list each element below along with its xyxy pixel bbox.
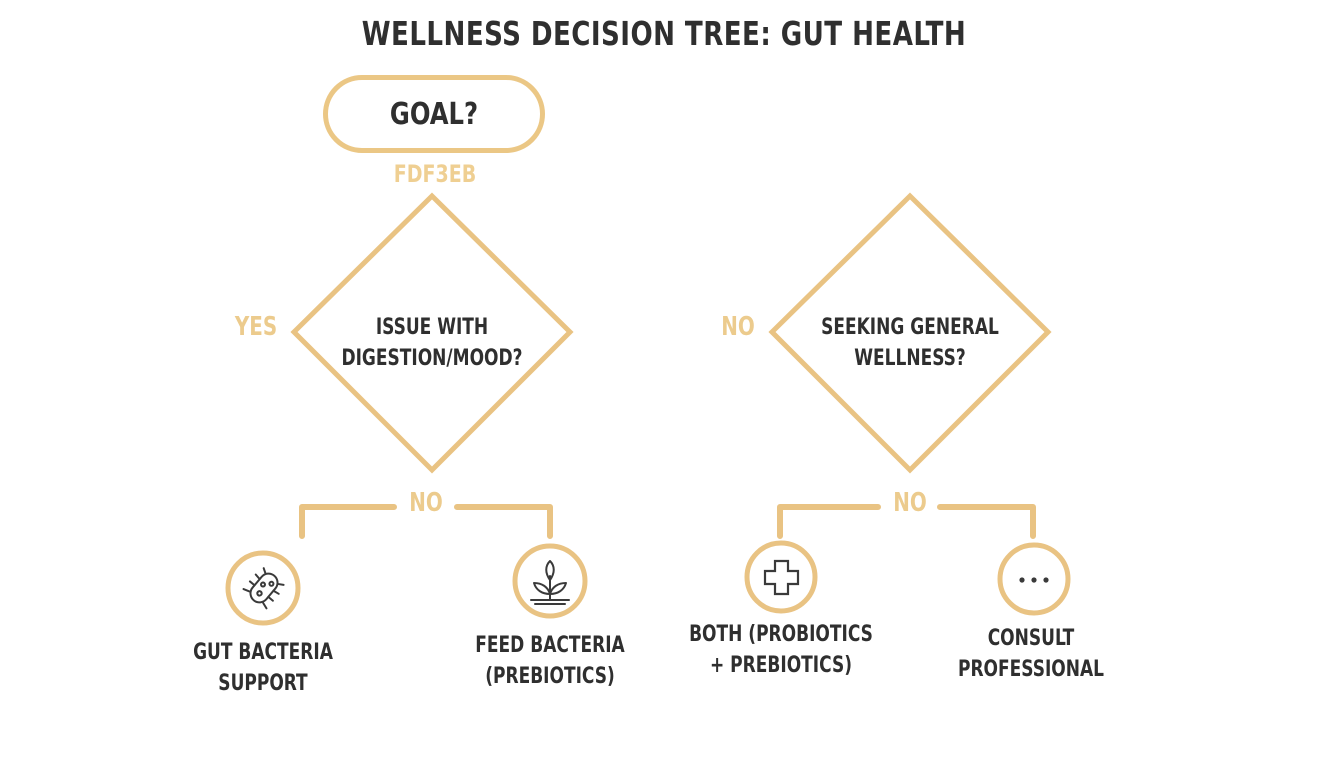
color-code-label: FDF3EB bbox=[393, 160, 477, 188]
outcome-1-line1: GUT BACTERIA bbox=[193, 640, 333, 665]
diagram-title: WELLNESS DECISION TREE: GUT HEALTH bbox=[361, 14, 967, 53]
decision-diamond-right bbox=[768, 192, 1052, 474]
decision-left-line1: ISSUE WITH bbox=[375, 315, 489, 340]
plus-icon bbox=[763, 559, 800, 596]
outcome-label-1: GUT BACTERIA SUPPORT bbox=[177, 637, 349, 699]
outcome-circle-3 bbox=[744, 540, 818, 614]
connector-left-a bbox=[299, 504, 397, 539]
connector-right-a bbox=[777, 504, 881, 539]
decision-left-question: ISSUE WITH DIGESTION/MOOD? bbox=[337, 312, 526, 374]
decision-right-question: SEEKING GENERAL WELLNESS? bbox=[815, 312, 1004, 374]
decision-right-line2: WELLNESS? bbox=[854, 346, 966, 371]
goal-node: GOAL? bbox=[323, 75, 545, 153]
branch-label-yes: YES bbox=[234, 312, 278, 342]
outcome-3-line1: BOTH (PROBIOTICS bbox=[689, 622, 873, 647]
connector-right-b bbox=[937, 504, 1036, 539]
bacteria-icon bbox=[242, 567, 285, 610]
decision-right-line1: SEEKING GENERAL bbox=[821, 315, 999, 340]
branch-label-no-right: NO bbox=[893, 488, 927, 518]
branch-label-no-side: NO bbox=[721, 312, 755, 342]
decision-left-line2: DIGESTION/MOOD? bbox=[341, 346, 523, 371]
outcome-label-3: BOTH (PROBIOTICS + PREBIOTICS) bbox=[686, 619, 875, 681]
branch-label-no-left: NO bbox=[409, 488, 443, 518]
outcome-1-line2: SUPPORT bbox=[218, 671, 308, 696]
outcome-3-line2: + PREBIOTICS) bbox=[709, 653, 852, 678]
outcome-label-2: FEED BACTERIA (PREBIOTICS) bbox=[455, 630, 644, 692]
goal-label: GOAL? bbox=[389, 96, 479, 132]
outcome-4-line2: PROFESSIONAL bbox=[957, 657, 1105, 682]
outcome-2-line1: FEED BACTERIA bbox=[475, 633, 625, 658]
outcome-label-4: CONSULT PROFESSIONAL bbox=[936, 623, 1125, 685]
outcome-4-line1: CONSULT bbox=[987, 626, 1075, 651]
outcome-circle-1 bbox=[225, 550, 301, 626]
ellipsis-icon bbox=[1019, 577, 1049, 583]
plant-icon bbox=[530, 560, 570, 605]
connector-left-b bbox=[454, 504, 553, 539]
outcome-2-line2: (PREBIOTICS) bbox=[485, 664, 615, 689]
decision-diamond-left bbox=[290, 192, 574, 474]
